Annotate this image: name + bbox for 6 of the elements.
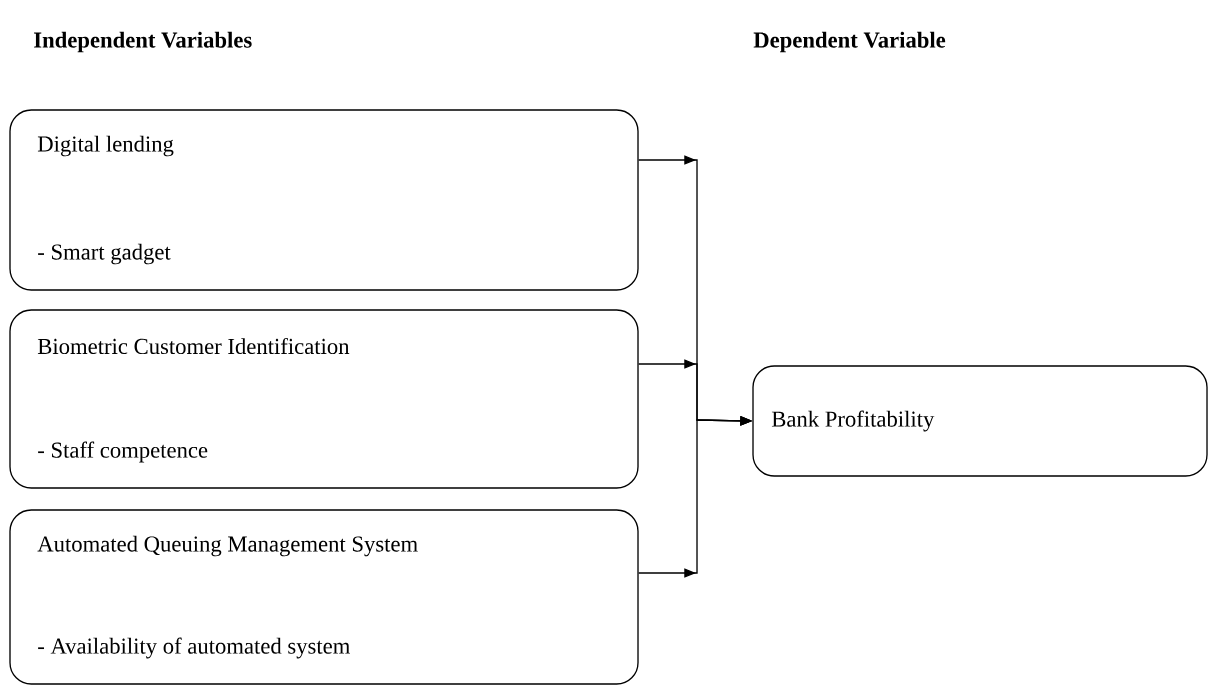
variable-box: Digital lending - Smart gadget (9, 109, 639, 291)
variable-box: Biometric Customer Identification - Staff competence (9, 309, 639, 489)
column-heading: Independent Variables (34, 31, 252, 53)
variable-box: Bank Profitability (752, 365, 1208, 477)
column-heading: Dependent Variable (753, 31, 946, 53)
variable-box: Automated Queuing Management System - Availability of automated system (9, 509, 639, 685)
